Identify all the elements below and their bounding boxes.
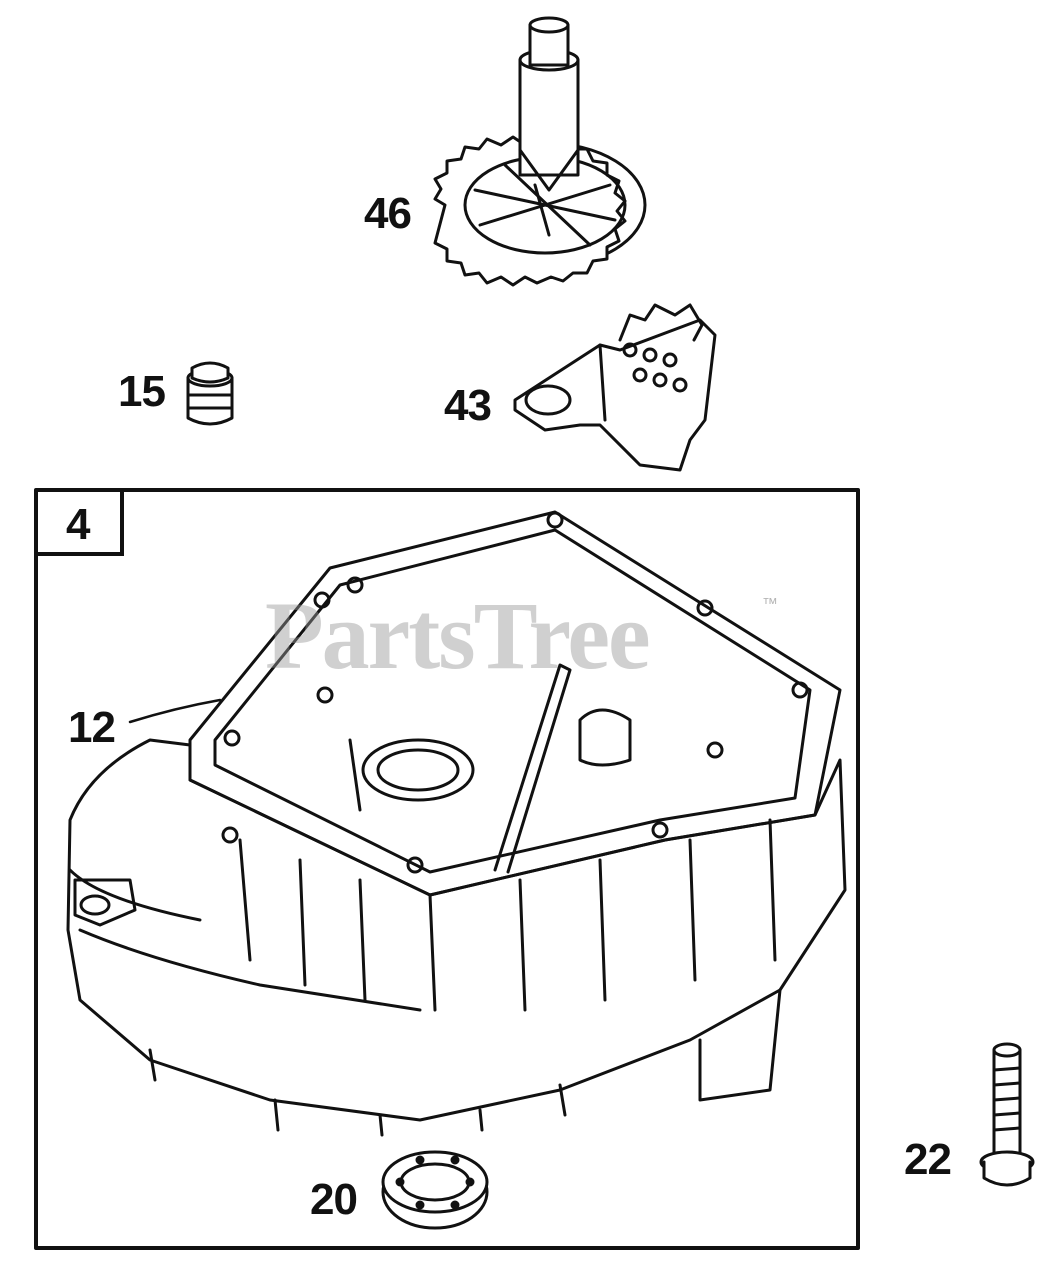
assembly-box-label: 4 [66, 500, 91, 549]
assembly-box-tag: 4 [36, 490, 124, 556]
callout-15: 15 [118, 367, 166, 416]
assembly-box [34, 488, 860, 1250]
callout-22: 22 [904, 1135, 952, 1184]
plug-part [186, 361, 234, 426]
leader-line-12 [128, 698, 222, 724]
callout-20: 20 [310, 1175, 358, 1224]
gear-shaft-part [433, 16, 647, 287]
oil-seal-part [381, 1150, 489, 1230]
crankcase-part [66, 663, 847, 1137]
watermark-trademark: ™ [762, 596, 778, 613]
governor-bracket-part [513, 303, 717, 472]
gasket-part [188, 510, 842, 897]
callout-12: 12 [68, 703, 116, 752]
callout-43: 43 [444, 381, 492, 430]
watermark-text: PartsTree [265, 582, 651, 689]
bolt-part [979, 1042, 1035, 1187]
callout-46: 46 [364, 189, 412, 238]
